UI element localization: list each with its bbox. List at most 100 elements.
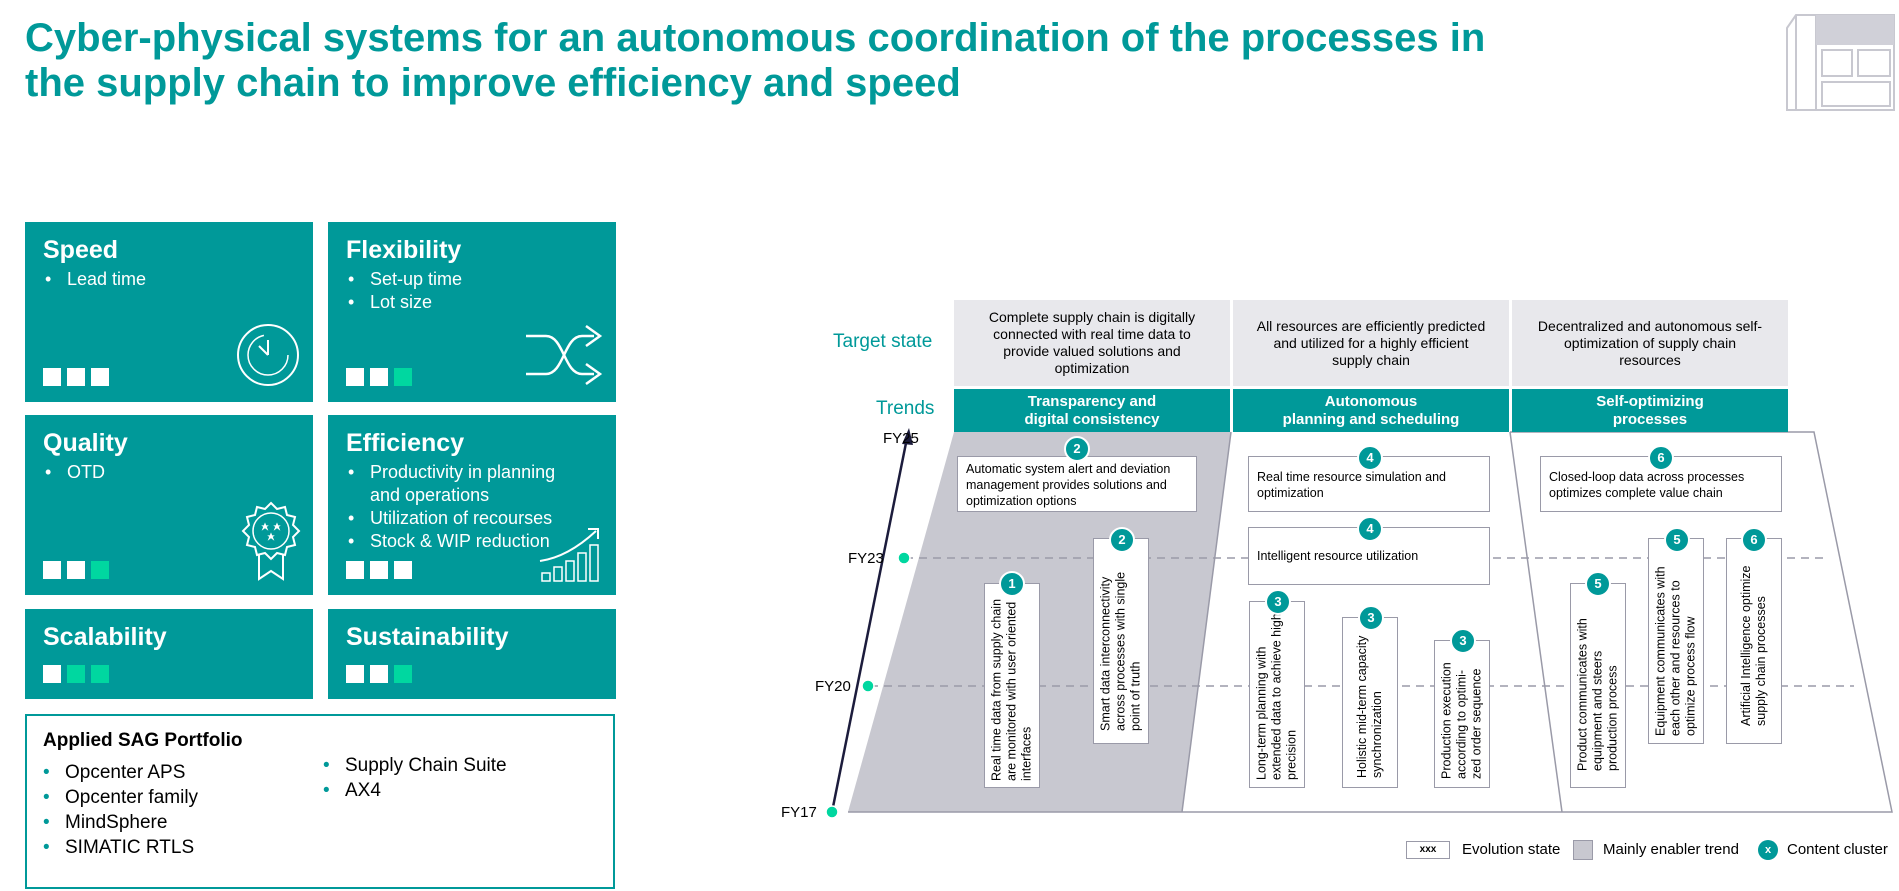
level-square bbox=[394, 561, 412, 579]
trend-line: digital consistency bbox=[1024, 410, 1160, 428]
evolution-box-realtime-monitoring: Real time data from supply chain are mon… bbox=[984, 583, 1040, 788]
portfolio-title: Applied SAG Portfolio bbox=[43, 730, 243, 751]
portfolio-list-1: Opcenter APS Opcenter family MindSphere … bbox=[43, 760, 198, 860]
cluster-badge: 5 bbox=[1664, 527, 1690, 553]
list-item: SIMATIC RTLS bbox=[43, 835, 198, 860]
evolution-box-artificial-intelligence: Artificial Intelligence optimize supply … bbox=[1726, 538, 1782, 744]
time-axis-arrowhead bbox=[902, 428, 913, 445]
level-square bbox=[346, 368, 364, 386]
level-square bbox=[370, 561, 388, 579]
efficiency-list: Productivity in planning and operations … bbox=[346, 461, 555, 553]
list-item: Opcenter APS bbox=[43, 760, 198, 785]
flexibility-level bbox=[346, 368, 412, 386]
level-square bbox=[346, 665, 364, 683]
award-badge-icon bbox=[241, 501, 301, 581]
portfolio-list-2: Supply Chain Suite AX4 bbox=[323, 753, 507, 803]
legend-evolution-swatch-text: xxx bbox=[1419, 844, 1437, 855]
level-square bbox=[91, 665, 109, 683]
trend-line: planning and scheduling bbox=[1282, 410, 1460, 428]
title-line-2: the supply chain to improve efficiency a… bbox=[25, 61, 961, 105]
cluster-badge: 3 bbox=[1265, 589, 1291, 615]
legend-enabler-label: Mainly enabler trend bbox=[1603, 841, 1739, 858]
scalability-level bbox=[43, 665, 109, 683]
evolution-box-smart-interconnectivity: Smart data interconnectivity across proc… bbox=[1093, 538, 1149, 744]
quality-list: OTD bbox=[43, 461, 105, 484]
trend-line: Transparency and bbox=[1027, 392, 1157, 410]
evolution-box-text: Product communicates with equipment and … bbox=[1575, 617, 1620, 771]
evolution-box-text: Equipment communicates with each other a… bbox=[1653, 566, 1698, 736]
evolution-box-production-execution: Production execution according to optimi… bbox=[1434, 640, 1490, 788]
list-item: Supply Chain Suite bbox=[323, 753, 507, 778]
speed-list: Lead time bbox=[43, 268, 146, 291]
fy20-label: FY20 bbox=[815, 678, 851, 695]
legend-cluster-swatch-text: x bbox=[1764, 844, 1772, 856]
evolution-box-text: Real time data from supply chain are mon… bbox=[989, 598, 1034, 781]
evolution-box-text: Long-term planning with extended data to… bbox=[1254, 612, 1299, 780]
page-title: Cyber-physical systems for an autonomous… bbox=[25, 16, 1625, 106]
target-state-2: All resources are efficiently predicted … bbox=[1233, 300, 1509, 386]
level-square bbox=[43, 561, 61, 579]
evolution-box-capacity-sync: Holistic mid-term capacity synchronizati… bbox=[1342, 617, 1398, 788]
speed-tile: Speed Lead time bbox=[25, 222, 313, 402]
flexibility-list: Set-up time Lot size bbox=[346, 268, 462, 314]
flexibility-tile: Flexibility Set-up time Lot size bbox=[328, 222, 616, 402]
cluster-badge: 5 bbox=[1585, 571, 1611, 597]
shuffle-arrows-icon bbox=[526, 324, 603, 386]
evolution-box-text: Smart data interconnectivity across proc… bbox=[1098, 571, 1143, 731]
level-square bbox=[346, 561, 364, 579]
level-square bbox=[67, 665, 85, 683]
sustainability-title: Sustainability bbox=[346, 623, 509, 651]
list-item: Lead time bbox=[43, 268, 146, 291]
level-square bbox=[394, 665, 412, 683]
list-item: Lot size bbox=[346, 291, 462, 314]
cluster-badge: 6 bbox=[1648, 445, 1674, 471]
level-square bbox=[43, 665, 61, 683]
speed-title: Speed bbox=[43, 236, 119, 264]
evolution-box-text: Holistic mid-term capacity synchronizati… bbox=[1355, 635, 1384, 778]
cluster-badge: 2 bbox=[1109, 527, 1135, 553]
growth-chart-icon bbox=[539, 528, 599, 582]
fy23-dot bbox=[897, 551, 911, 565]
fy23-label: FY23 bbox=[848, 550, 884, 567]
title-line-1: Cyber-physical systems for an autonomous… bbox=[25, 16, 1486, 60]
level-square bbox=[67, 368, 85, 386]
evolution-box-text: Artificial Intelligence optimize supply … bbox=[1739, 565, 1768, 727]
evolution-box-long-term-planning: Long-term planning with extended data to… bbox=[1249, 601, 1305, 788]
cluster-badge: 4 bbox=[1357, 516, 1383, 542]
level-square bbox=[91, 561, 109, 579]
fy20-dot bbox=[861, 679, 875, 693]
cluster-badge: 6 bbox=[1741, 527, 1767, 553]
legend-evolution-swatch: xxx bbox=[1406, 841, 1450, 859]
cluster-badge: 2 bbox=[1064, 436, 1090, 462]
cluster-badge: 3 bbox=[1450, 628, 1476, 654]
efficiency-tile: Efficiency Productivity in planning and … bbox=[328, 415, 616, 595]
legend-cluster-label: Content cluster bbox=[1787, 841, 1888, 858]
list-item: OTD bbox=[43, 461, 105, 484]
fy17-label: FY17 bbox=[781, 804, 817, 821]
cluster-badge: 4 bbox=[1357, 445, 1383, 471]
evolution-box-text: Production execution according to optimi… bbox=[1439, 662, 1484, 779]
flexibility-title: Flexibility bbox=[346, 236, 462, 264]
level-square bbox=[91, 368, 109, 386]
list-item: Utilization of recourses bbox=[346, 507, 555, 530]
trend-line: Autonomous bbox=[1324, 392, 1418, 410]
target-state-3: Decentralized and autonomous self-optimi… bbox=[1512, 300, 1788, 386]
building-logo-icon bbox=[1786, 14, 1895, 111]
trends-label: Trends bbox=[876, 398, 935, 419]
quality-title: Quality bbox=[43, 429, 128, 457]
column-outlines bbox=[848, 431, 1893, 813]
clock-icon bbox=[237, 324, 299, 386]
legend-enabler-swatch bbox=[1573, 840, 1593, 860]
trend-line: processes bbox=[1612, 410, 1688, 428]
list-item: MindSphere bbox=[43, 810, 198, 835]
evolution-box-equipment-communication: Equipment communicates with each other a… bbox=[1648, 538, 1704, 744]
scalability-tile: Scalability bbox=[25, 609, 313, 699]
target-state-1: Complete supply chain is digitally conne… bbox=[954, 300, 1230, 386]
sustainability-level bbox=[346, 665, 412, 683]
legend-cluster-swatch: x bbox=[1758, 840, 1778, 860]
fy17-dot bbox=[825, 805, 839, 819]
list-item-continuation: and operations bbox=[370, 485, 490, 505]
efficiency-level bbox=[346, 561, 412, 579]
